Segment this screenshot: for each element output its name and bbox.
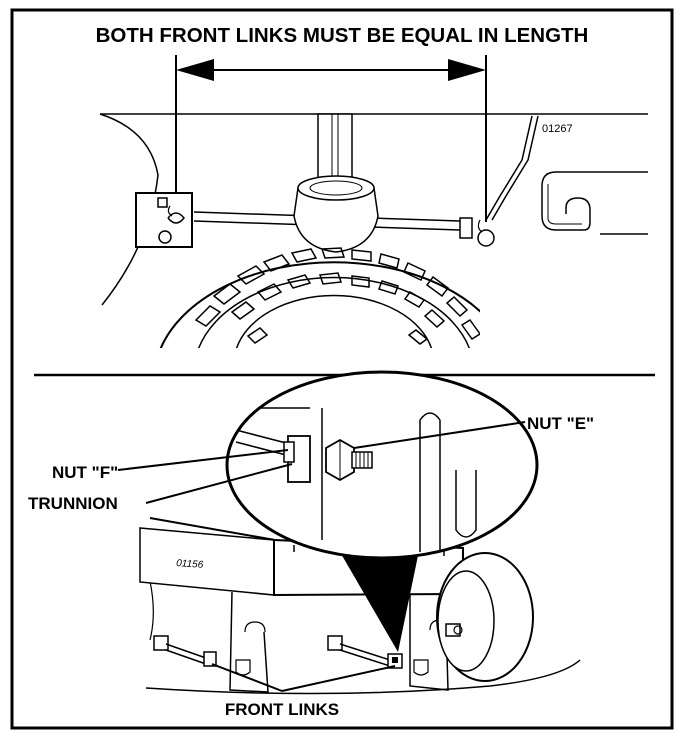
deck-wheel: [436, 552, 534, 682]
label-nut-f: NUT "F": [52, 463, 118, 482]
heading-text: BOTH FRONT LINKS MUST BE EQUAL IN LENGTH: [96, 24, 589, 47]
label-trunnion: TRUNNION: [28, 494, 118, 513]
equal-length-arrow: [175, 55, 487, 222]
bottom-panel: 01156: [28, 370, 594, 719]
magnified-view: [225, 370, 539, 560]
front-links-drawing: [153, 635, 403, 669]
top-figure-code: 01267: [542, 123, 573, 135]
left-link-bracket: [135, 192, 193, 248]
bottom-figure-code: 01156: [176, 558, 204, 571]
mower-deck-edge: [145, 659, 581, 695]
right-link-end: [459, 217, 495, 247]
callout-leaders: [117, 421, 526, 692]
front-tire: [159, 247, 480, 348]
label-nut-e: NUT "E": [527, 414, 594, 433]
top-panel: BOTH FRONT LINKS MUST BE EQUAL IN LENGTH…: [96, 24, 648, 348]
magnifier-pointer: [340, 546, 420, 652]
nut-f: [283, 441, 295, 463]
label-front-links: FRONT LINKS: [225, 700, 339, 719]
